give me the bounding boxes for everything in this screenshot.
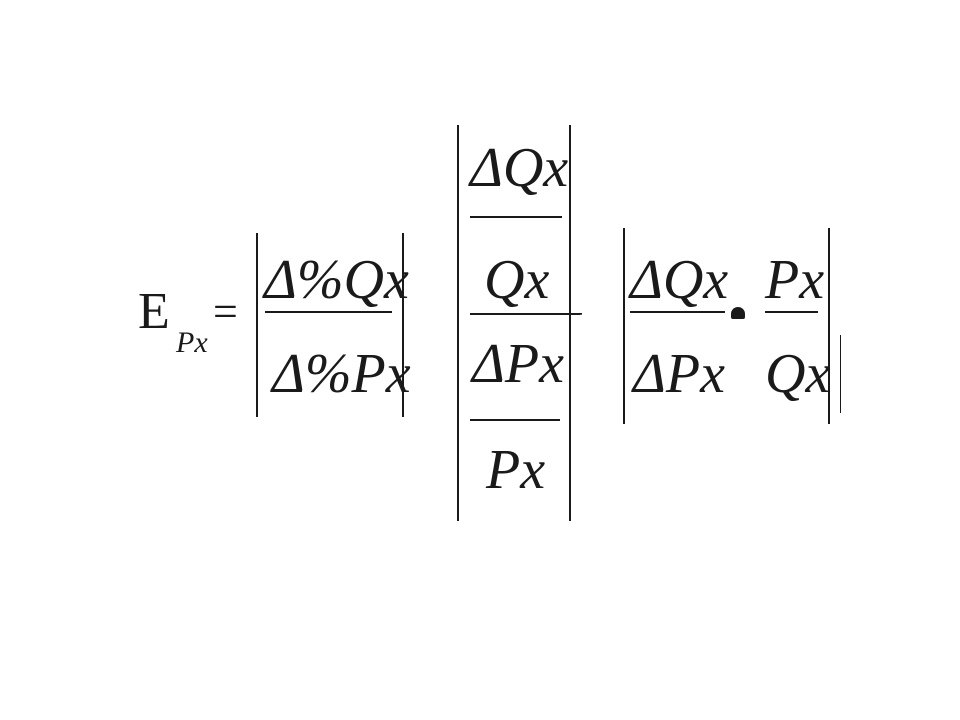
term2-top-numerator: ΔQx [470,137,569,199]
term2-bottom-numerator: ΔPx [472,333,564,395]
term3-left-denominator: ΔPx [633,343,725,405]
term1-fraction-line [265,311,392,313]
term2-bottom-fraction-line [470,419,560,421]
term1-numerator: Δ%Qx [264,249,409,311]
term3-right-fraction-line [765,311,818,313]
abs-bar-left-3 [623,228,625,424]
multiplication-dot [731,307,745,319]
equals-sign-1: = [213,287,238,336]
abs-bar-right-2 [569,125,571,521]
elasticity-symbol: E [138,283,170,340]
term1-denominator: Δ%Px [272,343,411,405]
abs-bar-right-1 [402,233,404,417]
term2-top-denominator: Qx [484,249,550,311]
equals-sign-2: = [578,287,603,336]
term2-bottom-denominator: Px [486,439,546,501]
term2-top-fraction-line [470,216,562,218]
term2-main-fraction-line [470,313,582,315]
abs-bar-left-1 [256,233,258,417]
abs-bar-left-2 [457,125,459,521]
term3-right-denominator: Qx [765,343,831,405]
term3-left-fraction-line [630,311,725,313]
abs-bar-right-3 [828,228,830,424]
term3-left-numerator: ΔQx [630,249,729,311]
term3-right-numerator: Px [765,249,825,311]
abs-bar-artifact [840,335,841,413]
elasticity-subscript: Px [176,326,208,359]
